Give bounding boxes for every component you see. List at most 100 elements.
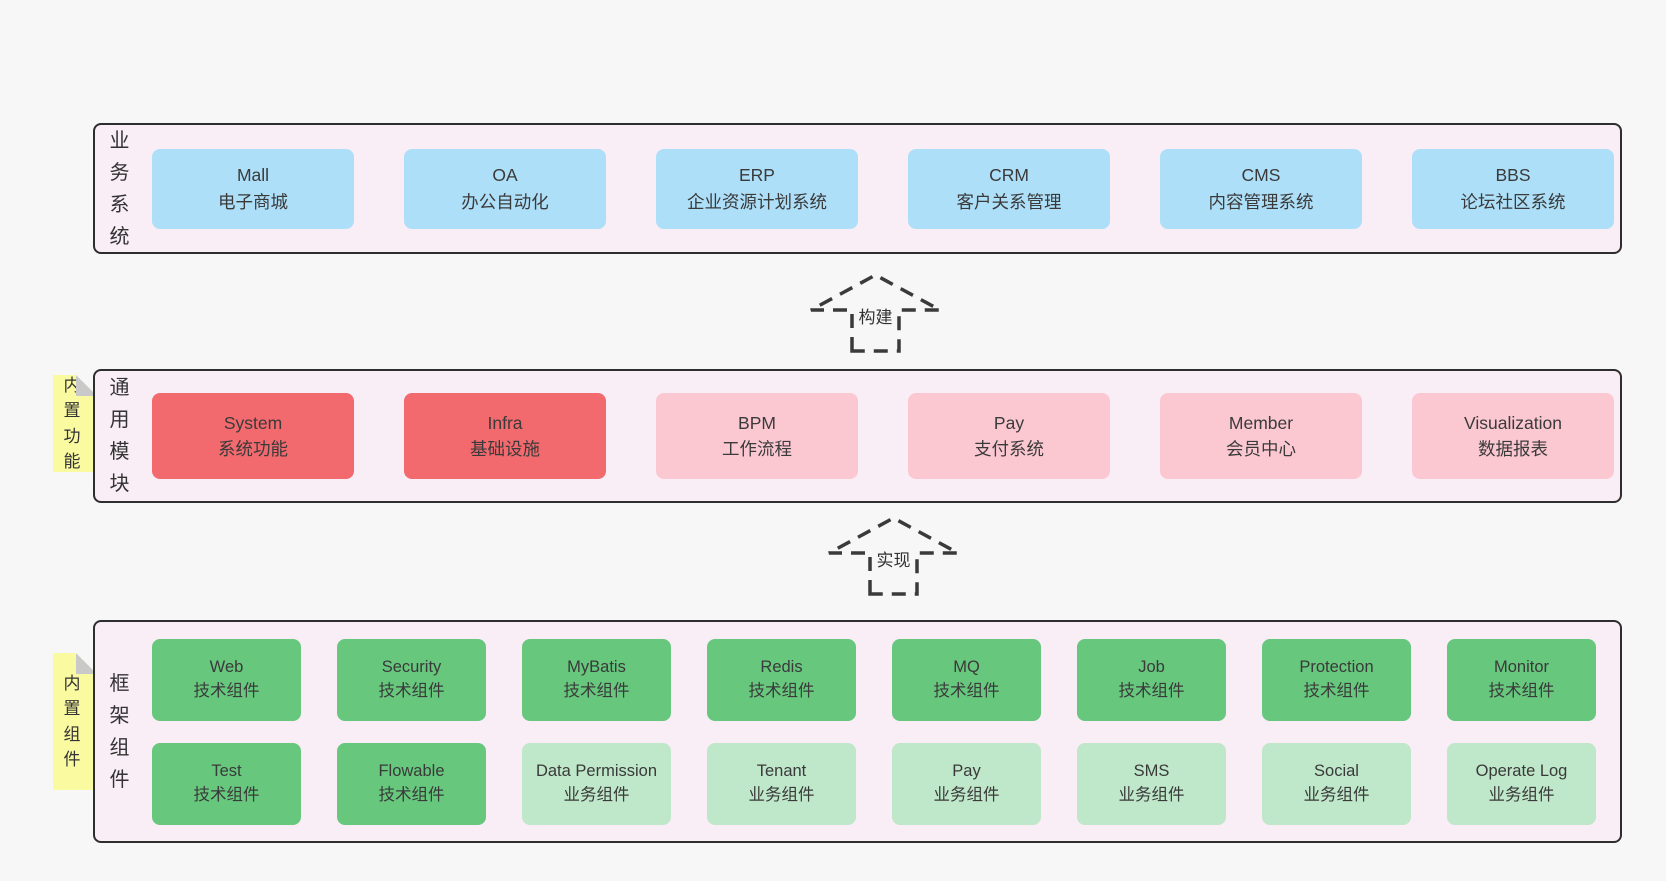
box-name: Data Permission <box>535 762 658 781</box>
box-erp: ERP 企业资源计划系统 <box>656 148 858 229</box>
box-name: System <box>223 412 283 433</box>
box-desc: 技术组件 <box>193 785 260 804</box>
box-member: Member 会员中心 <box>1160 393 1362 479</box>
box-name: Redis <box>760 658 803 677</box>
box-security: Security 技术组件 <box>337 638 486 721</box>
box-mybatis: MyBatis 技术组件 <box>522 638 671 721</box>
box-desc: 工作流程 <box>722 439 792 459</box>
box-desc: 技术组件 <box>1488 681 1555 700</box>
box-desc: 会员中心 <box>1226 439 1296 459</box>
arrow-build-label: 构建 <box>855 303 896 328</box>
box-infra: Infra 基础设施 <box>404 393 606 479</box>
box-desc: 支付系统 <box>974 439 1044 459</box>
box-job: Job 技术组件 <box>1077 638 1226 721</box>
arrow-implement-label: 实现 <box>873 546 914 571</box>
box-name: Operate Log <box>1475 762 1568 781</box>
box-desc: 系统功能 <box>218 439 288 459</box>
box-pay-system: Pay 支付系统 <box>908 393 1110 479</box>
box-desc: 技术组件 <box>1118 681 1185 700</box>
box-desc: 技术组件 <box>378 785 445 804</box>
box-desc: 技术组件 <box>748 681 815 700</box>
box-desc: 技术组件 <box>563 681 630 700</box>
box-system: System 系统功能 <box>152 393 354 479</box>
box-redis: Redis 技术组件 <box>707 638 856 721</box>
box-desc: 技术组件 <box>378 681 445 700</box>
box-sms: SMS 业务组件 <box>1077 742 1226 825</box>
arrow-build: 构建 <box>809 272 942 354</box>
modules-box-row: System 系统功能 Infra 基础设施 BPM 工作流程 Pay 支付系统… <box>95 371 1620 501</box>
box-desc: 技术组件 <box>1303 681 1370 700</box>
box-name: Pay <box>952 762 981 781</box>
sticky-note-builtin-functions: 内置功能 <box>53 375 97 472</box>
box-cms: CMS 内容管理系统 <box>1160 148 1362 229</box>
box-visualization: Visualization 数据报表 <box>1412 393 1614 479</box>
box-desc: 办公自动化 <box>461 191 549 212</box>
box-desc: 业务组件 <box>1303 785 1370 804</box>
box-name: Web <box>209 658 244 677</box>
box-name: Member <box>1228 412 1294 433</box>
box-web: Web 技术组件 <box>152 638 301 721</box>
box-desc: 技术组件 <box>193 681 260 700</box>
components-rows: Web 技术组件 Security 技术组件 MyBatis 技术组件 Redi… <box>95 622 1620 841</box>
box-name: Flowable <box>378 762 445 781</box>
box-tenant: Tenant 业务组件 <box>707 742 856 825</box>
components-row-1: Web 技术组件 Security 技术组件 MyBatis 技术组件 Redi… <box>152 638 1620 721</box>
box-social: Social 业务组件 <box>1262 742 1411 825</box>
box-desc: 业务组件 <box>1118 785 1185 804</box>
box-desc: 业务组件 <box>933 785 1000 804</box>
box-name: Test <box>211 762 242 781</box>
box-name: MyBatis <box>567 658 626 677</box>
note-text: 内置组件 <box>63 673 81 769</box>
box-name: CMS <box>1241 165 1281 186</box>
box-name: Protection <box>1299 658 1374 677</box>
box-protection: Protection 技术组件 <box>1262 638 1411 721</box>
box-desc: 内容管理系统 <box>1208 191 1314 212</box>
layer-business-systems: 业务系统 Mall 电子商城 OA 办公自动化 ERP 企业资源计划系统 CRM… <box>93 123 1622 254</box>
sticky-note-builtin-components: 内置组件 <box>53 653 97 790</box>
layer-label-modules: 通用模块 <box>109 377 130 495</box>
business-box-row: Mall 电子商城 OA 办公自动化 ERP 企业资源计划系统 CRM 客户关系… <box>95 125 1620 252</box>
layer-label-business: 业务系统 <box>109 129 130 248</box>
box-pay-component: Pay 业务组件 <box>892 742 1041 825</box>
box-name: Visualization <box>1464 412 1562 433</box>
up-arrow-icon <box>828 516 959 596</box>
box-name: BBS <box>1495 165 1531 186</box>
box-desc: 业务组件 <box>1488 785 1555 804</box>
box-name: Job <box>1138 658 1165 677</box>
box-name: Security <box>381 658 442 677</box>
box-bpm: BPM 工作流程 <box>656 393 858 479</box>
box-desc: 客户关系管理 <box>956 191 1062 212</box>
box-name: Pay <box>993 412 1025 433</box>
box-bbs: BBS 论坛社区系统 <box>1412 148 1614 229</box>
box-name: Mall <box>236 165 270 186</box>
box-crm: CRM 客户关系管理 <box>908 148 1110 229</box>
box-test: Test 技术组件 <box>152 742 301 825</box>
up-arrow-icon <box>810 273 941 353</box>
layer-common-modules: 通用模块 System 系统功能 Infra 基础设施 BPM 工作流程 Pay… <box>93 369 1622 503</box>
box-name: BPM <box>738 412 776 433</box>
box-desc: 数据报表 <box>1478 439 1548 459</box>
box-name: Social <box>1314 762 1359 781</box>
box-name: Infra <box>487 412 523 433</box>
box-flowable: Flowable 技术组件 <box>337 742 486 825</box>
box-desc: 企业资源计划系统 <box>687 191 827 212</box>
box-desc: 业务组件 <box>563 785 630 804</box>
box-operate-log: Operate Log 业务组件 <box>1447 742 1596 825</box>
box-name: ERP <box>739 165 775 186</box>
components-row-2: Test 技术组件 Flowable 技术组件 Data Permission … <box>152 742 1620 825</box>
arrow-implement: 实现 <box>827 515 960 597</box>
box-name: OA <box>492 165 518 186</box>
layer-label-components: 框架组件 <box>109 672 130 791</box>
box-oa: OA 办公自动化 <box>404 148 606 229</box>
box-name: Tenant <box>756 762 807 781</box>
box-desc: 技术组件 <box>933 681 1000 700</box>
box-desc: 论坛社区系统 <box>1460 191 1566 212</box>
box-name: MQ <box>953 658 980 677</box>
box-desc: 业务组件 <box>748 785 815 804</box>
box-desc: 电子商城 <box>218 191 288 212</box>
box-name: SMS <box>1133 762 1170 781</box>
box-mall: Mall 电子商城 <box>152 148 354 229</box>
box-desc: 基础设施 <box>470 439 540 459</box>
box-name: CRM <box>989 165 1029 186</box>
